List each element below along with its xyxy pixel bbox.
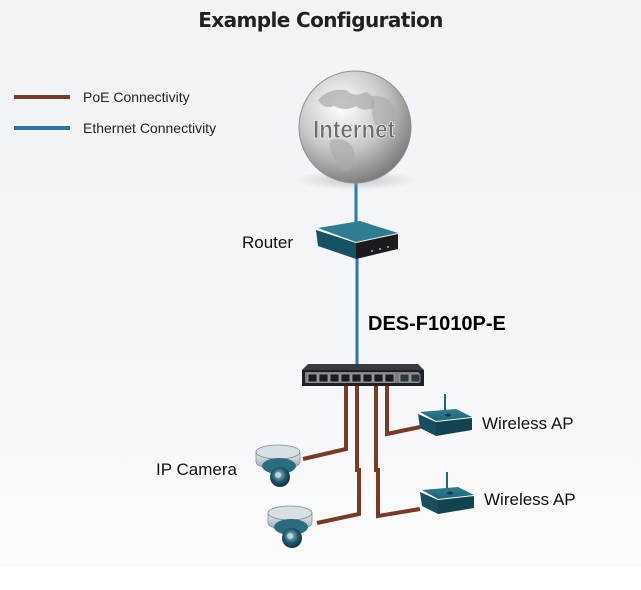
internet-node: Internet: [294, 70, 418, 190]
switch-port: [351, 373, 362, 383]
legend-label-poe: PoE Connectivity: [83, 89, 190, 105]
switch-port: [318, 373, 329, 383]
link-switch-ap-2: [374, 384, 421, 519]
switch-port: [307, 373, 318, 383]
internet-label: Internet: [313, 116, 396, 144]
switch-icon: [302, 364, 424, 386]
wireless-ap-icon: [420, 472, 474, 514]
ip-camera-label: IP Camera: [156, 460, 237, 479]
switch-ports: [307, 373, 421, 383]
router-icon: [316, 221, 398, 259]
switch-port: [384, 373, 395, 383]
poe-line-swatch: [14, 95, 70, 99]
ethernet-line-swatch: [14, 126, 70, 130]
poe-links: [302, 384, 421, 525]
link-switch-ap-1: [385, 384, 421, 437]
switch-port: [362, 373, 373, 383]
dome-camera-icon: [255, 444, 301, 487]
switch-port: [399, 373, 410, 383]
legend-label-ethernet: Ethernet Connectivity: [83, 120, 217, 136]
wireless-ap-icon: [418, 394, 472, 436]
dome-camera-icon: [267, 505, 313, 548]
link-switch-camera-2: [316, 384, 361, 525]
diagram-title: Example Configuration: [198, 8, 443, 32]
switch-port: [410, 373, 421, 383]
globe-icon: [298, 70, 412, 184]
router-label: Router: [242, 233, 294, 252]
switch-port: [340, 373, 351, 383]
switch-port: [373, 373, 384, 383]
legend-item-ethernet: Ethernet Connectivity: [14, 120, 217, 136]
switch-port: [329, 373, 340, 383]
wireless-ap-label-2: Wireless AP: [484, 490, 576, 509]
link-switch-camera-1: [302, 384, 348, 461]
switch-model-label: DES-F1010P-E: [368, 313, 506, 335]
ethernet-links: [354, 183, 359, 365]
wireless-ap-label-1: Wireless AP: [482, 414, 574, 433]
legend-item-poe: PoE Connectivity: [14, 89, 190, 105]
